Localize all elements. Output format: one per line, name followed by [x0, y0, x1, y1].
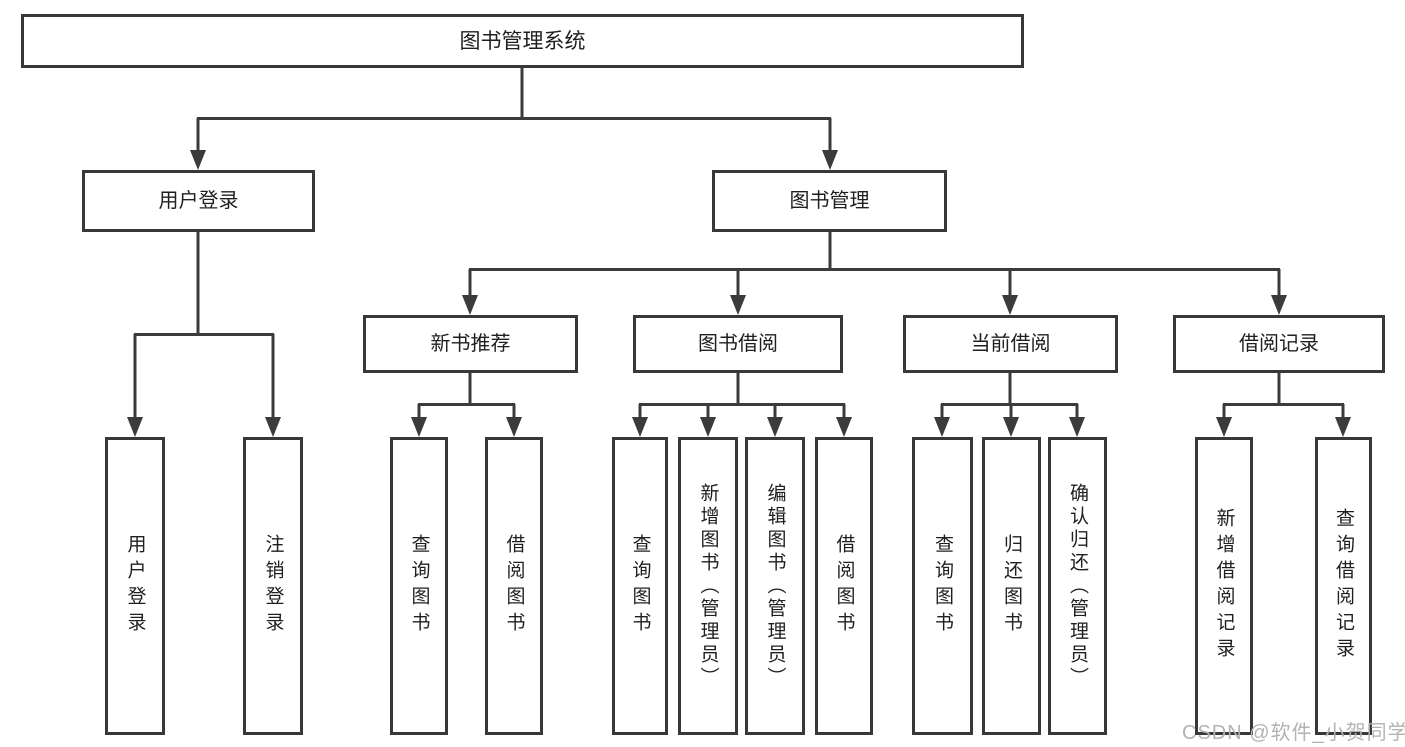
- watermark: CSDN @软件_小贺同学: [1182, 722, 1405, 744]
- node-leaf-user-login: 用户登录: [105, 437, 165, 735]
- node-user-login: 用户登录: [82, 170, 315, 232]
- node-leaf-query-book-3: 查询图书: [912, 437, 973, 735]
- node-leaf-borrow-book-1: 借阅图书: [485, 437, 543, 735]
- node-leaf-query-book-2: 查询图书: [612, 437, 668, 735]
- node-root: 图书管理系统: [21, 14, 1024, 68]
- node-current-borrow: 当前借阅: [903, 315, 1118, 373]
- node-new-book-recommend: 新书推荐: [363, 315, 578, 373]
- node-borrow-record: 借阅记录: [1173, 315, 1385, 373]
- node-book-management: 图书管理: [712, 170, 947, 232]
- node-leaf-add-book-admin: 新增图书（管理员）: [678, 437, 738, 735]
- node-leaf-confirm-return-admin: 确认归还（管理员）: [1048, 437, 1107, 735]
- node-leaf-return-book: 归还图书: [982, 437, 1041, 735]
- node-leaf-logout: 注销登录: [243, 437, 303, 735]
- node-leaf-query-book-1: 查询图书: [390, 437, 448, 735]
- node-book-borrow: 图书借阅: [633, 315, 843, 373]
- node-leaf-borrow-book-2: 借阅图书: [815, 437, 873, 735]
- node-leaf-add-borrow-record: 新增借阅记录: [1195, 437, 1253, 735]
- node-leaf-edit-book-admin: 编辑图书（管理员）: [745, 437, 805, 735]
- node-leaf-query-borrow-record: 查询借阅记录: [1315, 437, 1372, 735]
